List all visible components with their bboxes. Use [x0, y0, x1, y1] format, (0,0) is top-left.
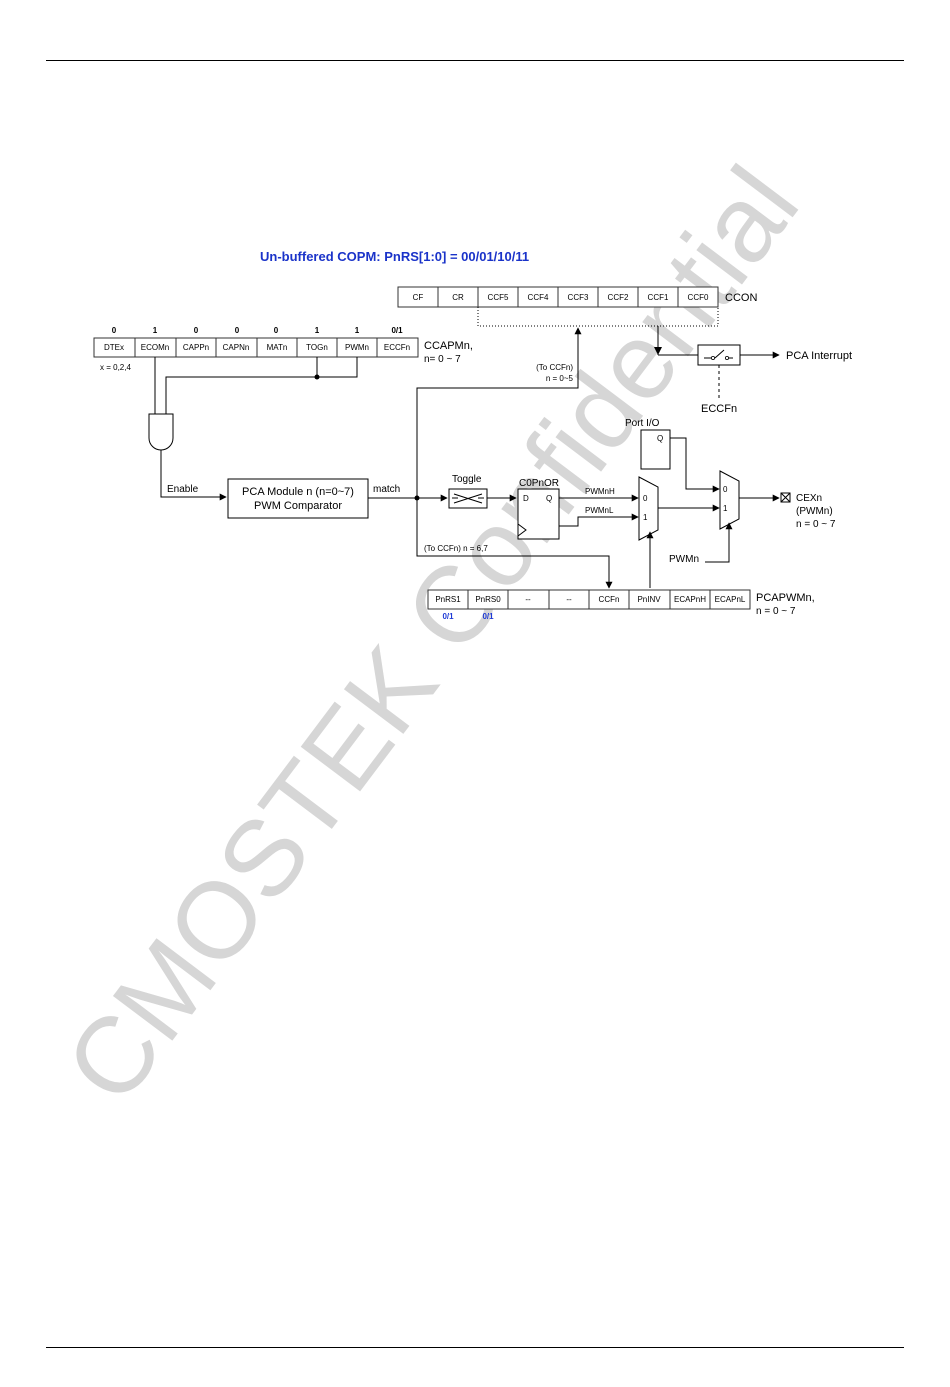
ccapm-cell-label: ECCFn: [384, 343, 410, 352]
and-gate-inputs: [154, 357, 358, 414]
ccapm-cell-label: PWMn: [345, 343, 369, 352]
ccapm-bit-value: 0: [235, 326, 240, 335]
eccfn-label: ECCFn: [701, 403, 737, 415]
ccapm-x-note: x = 0,2,4: [100, 363, 131, 372]
pcapwm-cell-label: ECAPnH: [674, 595, 706, 604]
pwmnl-wire: [559, 513, 639, 527]
and-gate: [148, 413, 174, 451]
cexn-range: n = 0 ~ 7: [796, 519, 836, 530]
to-ccfn-lower-wire: [416, 498, 613, 589]
junction-dot: [314, 374, 320, 380]
to-ccfn-label: (To CCFn): [536, 363, 573, 372]
ccon-cell-label: CR: [452, 293, 464, 302]
ccon-dotted-bracket: [477, 307, 719, 327]
ccon-cell-label: CCF2: [608, 293, 629, 302]
ccapm-bit-value: 0: [274, 326, 279, 335]
pca-module-title: PCA Module n (n=0~7): [242, 486, 354, 498]
ccapm-bit-value: 0: [194, 326, 199, 335]
cexn-pin-cross-icon: [780, 492, 791, 503]
enable-wire: [160, 450, 227, 501]
match-label: match: [373, 484, 400, 495]
pwmnl-label: PWMnL: [585, 506, 614, 515]
ccapm-bit-value: 0/1: [391, 326, 403, 335]
pcapwm-cell-label: ECAPnL: [715, 595, 746, 604]
pcapwm-register-name: PCAPWMn,: [756, 592, 815, 604]
togn-wire: [165, 357, 318, 414]
ccapm-cell-label: DTEx: [104, 343, 124, 352]
ccon-register-name: CCON: [725, 292, 757, 304]
ccon-register: CF CR CCF5 CCF4 CCF3 CCF2 CCF1 CCF0 CCON: [397, 286, 757, 327]
pcapwm-cell-label: --: [566, 595, 572, 604]
pcapwm-cell-label: PnRS0: [475, 595, 501, 604]
pwmn-select-wire: [705, 522, 733, 563]
port-io-wire: [670, 437, 720, 493]
pcapwm-cell-label: PnRS1: [435, 595, 461, 604]
ff-d-pin: D: [523, 494, 529, 503]
ccapm-cell-label: CAPPn: [183, 343, 209, 352]
mux-2-input-0: 0: [723, 485, 728, 494]
cexn-label: CEXn: [796, 493, 822, 504]
ff-clock-icon: [517, 523, 527, 537]
cexn-pwmn-label: (PWMn): [796, 506, 833, 517]
mux-2: [719, 470, 740, 530]
pcapwm-range: n = 0 ~ 7: [756, 606, 796, 617]
ccapm-cell-label: CAPNn: [223, 343, 250, 352]
to-ccfn-upper-wire: [416, 327, 582, 498]
to-ccfn-range: n = 0~5: [546, 374, 574, 383]
port-io-latch: [640, 429, 671, 470]
diagram-title: Un-buffered COPM: PnRS[1:0] = 00/01/10/1…: [260, 249, 529, 264]
ccon-cell-label: CCF5: [488, 293, 509, 302]
header-rule: [46, 60, 904, 61]
ccon-cell-label: CCF4: [528, 293, 549, 302]
ccon-cell-label: CCF0: [688, 293, 709, 302]
pcapwm-cell-label: --: [525, 595, 531, 604]
ccon-cell-label: CF: [413, 293, 424, 302]
pcapwm-bit-value: 0/1: [482, 612, 494, 621]
ccapm-bit-value: 1: [315, 326, 320, 335]
toggle-label: Toggle: [452, 474, 482, 485]
ccapm-cell-label: TOGn: [306, 343, 328, 352]
switch-contact-icon: [725, 355, 730, 360]
ccapm-range: n= 0 ~ 7: [424, 354, 461, 365]
interrupt-down-arrow: [654, 347, 662, 355]
pca-module-subtitle: PWM Comparator: [254, 500, 342, 512]
ccapm-cell: [376, 337, 419, 358]
pwmn-wire: [317, 357, 358, 378]
pcapwm-cell-label: PnINV: [637, 595, 661, 604]
ccon-cell-label: CCF3: [568, 293, 589, 302]
ccapm-cell-label: ECOMn: [141, 343, 169, 352]
pcapwm-cell-label: CCFn: [599, 595, 620, 604]
pwmn-select-label: PWMn: [669, 554, 699, 565]
port-io-label: Port I/O: [625, 418, 660, 429]
ccapm-register-name: CCAPMn,: [424, 340, 473, 352]
port-io-q-pin: Q: [657, 434, 663, 443]
ff-q-pin: Q: [546, 494, 552, 503]
ccon-cell-label: CCF1: [648, 293, 669, 302]
pca-interrupt-label: PCA Interrupt: [786, 350, 852, 362]
toggle-cross-icon: [452, 493, 484, 504]
mux-1-input-1: 1: [643, 513, 648, 522]
to-ccfn-lower-label: (To CCFn) n = 6,7: [424, 544, 488, 553]
pca-module-box: [227, 478, 369, 519]
ccapm-bit-value: 1: [355, 326, 360, 335]
footer-rule: [46, 1347, 904, 1348]
mux-1: [638, 476, 659, 541]
pcapwm-register: PnRS1 PnRS0 -- -- CCFn PnINV ECAPnH ECAP…: [427, 589, 815, 621]
pwmnh-label: PWMnH: [585, 487, 615, 496]
mux-2-input-1: 1: [723, 504, 728, 513]
switch-contact-icon: [711, 355, 716, 360]
ccapm-cell-label: MATn: [267, 343, 288, 352]
c0pnor-label: C0PnOR: [519, 478, 559, 489]
ccapm-bit-value: 0: [112, 326, 117, 335]
pcapwm-bit-value: 0/1: [442, 612, 454, 621]
ccapm-bit-value: 1: [153, 326, 158, 335]
ccon-cell: [677, 286, 719, 308]
ccapm-register: 0 1 0 0 0 1 1 0/1 DTEx ECOMn CAPPn CAPNn…: [93, 326, 473, 372]
enable-label: Enable: [167, 484, 199, 495]
pcapwm-cell: [709, 589, 751, 610]
mux-1-input-0: 0: [643, 494, 648, 503]
